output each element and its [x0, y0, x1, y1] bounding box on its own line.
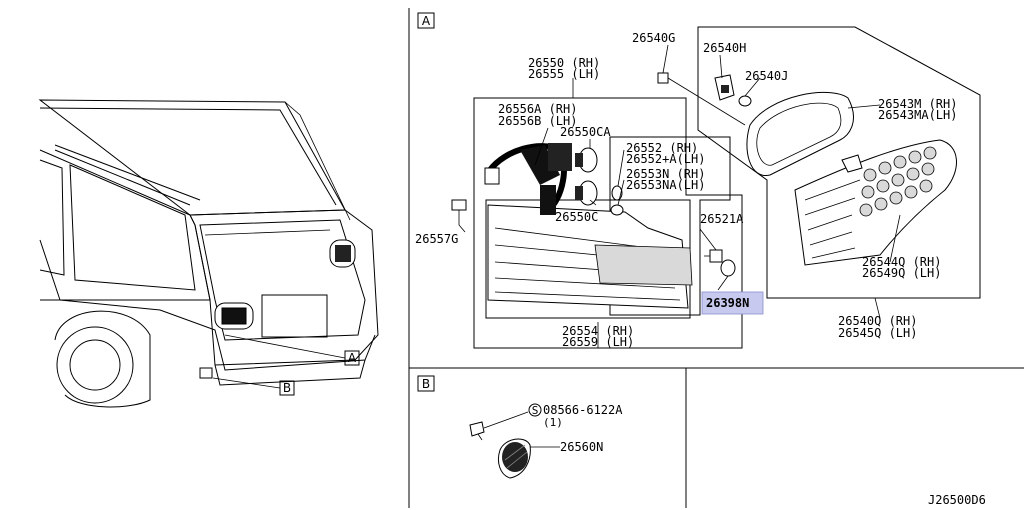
- harness-26556: [484, 143, 572, 215]
- svg-text:S: S: [532, 404, 539, 417]
- svg-text:A: A: [348, 351, 357, 365]
- screw-26540g: [657, 72, 746, 126]
- callout-b: B: [279, 380, 295, 396]
- led-array: [859, 146, 937, 217]
- socket-26540h: [714, 74, 735, 101]
- label-26553n: 26553N (RH): [626, 167, 705, 181]
- label-26550: 26550 (RH): [528, 56, 600, 70]
- svg-text:B: B: [283, 381, 291, 395]
- callout-a: A: [344, 350, 360, 366]
- label-26521a: 26521A: [700, 212, 744, 226]
- label-26556a: 26556A (RH): [498, 102, 577, 116]
- label-26552a: 26552+A(LH): [626, 152, 705, 166]
- label-26554: 26554 (RH): [562, 324, 634, 338]
- svg-text:B: B: [422, 377, 430, 391]
- label-26543ma: 26543MA(LH): [878, 108, 957, 122]
- svg-text:08566-6122A: 08566-6122A: [543, 403, 623, 417]
- label-26559: 26559 (LH): [562, 335, 634, 349]
- part-labels: 26550 (RH) 26555 (LH) 26540G 26540H 2654…: [415, 31, 957, 349]
- label-26540h: 26540H: [703, 41, 746, 55]
- label-26557g: 26557G: [415, 232, 458, 246]
- label-26398n: 26398N: [706, 296, 749, 310]
- label-26543m: 26543M (RH): [878, 97, 957, 111]
- screw-26521a: [704, 249, 736, 277]
- label-26545q: 26545Q (LH): [838, 326, 917, 340]
- housing-26543m: [746, 91, 854, 176]
- section-a-tag: A: [417, 12, 435, 29]
- label-26550c: 26550C: [555, 210, 598, 224]
- lens-26544q: [794, 139, 957, 266]
- panel-frames: [408, 8, 1024, 508]
- label-26553na: 26553NA(LH): [626, 178, 705, 192]
- van-illustration: [38, 99, 379, 408]
- diagram-code: J26500D6: [928, 493, 986, 507]
- label-26540g: 26540G: [632, 31, 675, 45]
- svg-text:(1): (1): [543, 416, 563, 429]
- leader-lines: [458, 44, 901, 348]
- lens-26554: [487, 204, 693, 309]
- label-26555: 26555 (LH): [528, 67, 600, 81]
- label-08566: S 08566-6122A (1): [528, 403, 623, 429]
- assembly-brackets: [473, 26, 981, 349]
- label-26540q: 26540Q (RH): [838, 314, 917, 328]
- screw-26557g: [451, 199, 467, 225]
- section-b-tag: B: [417, 375, 435, 392]
- label-26540j: 26540J: [745, 69, 788, 83]
- seal-26553n: [610, 185, 624, 216]
- bulb-26540j: [738, 95, 752, 107]
- label-26560n: 26560N: [560, 440, 603, 454]
- label-26544q: 26544Q (RH): [862, 255, 941, 269]
- lamp-26560n: [497, 438, 531, 479]
- label-26552: 26552 (RH): [626, 141, 698, 155]
- svg-text:A: A: [422, 14, 431, 28]
- highlight-26398n: [701, 291, 764, 315]
- label-26556b: 26556B (LH): [498, 114, 577, 128]
- label-26550ca: 26550CA: [560, 125, 611, 139]
- bulbs: [575, 147, 598, 206]
- label-26549q: 26549Q (LH): [862, 266, 941, 280]
- section-b-parts: [469, 411, 560, 479]
